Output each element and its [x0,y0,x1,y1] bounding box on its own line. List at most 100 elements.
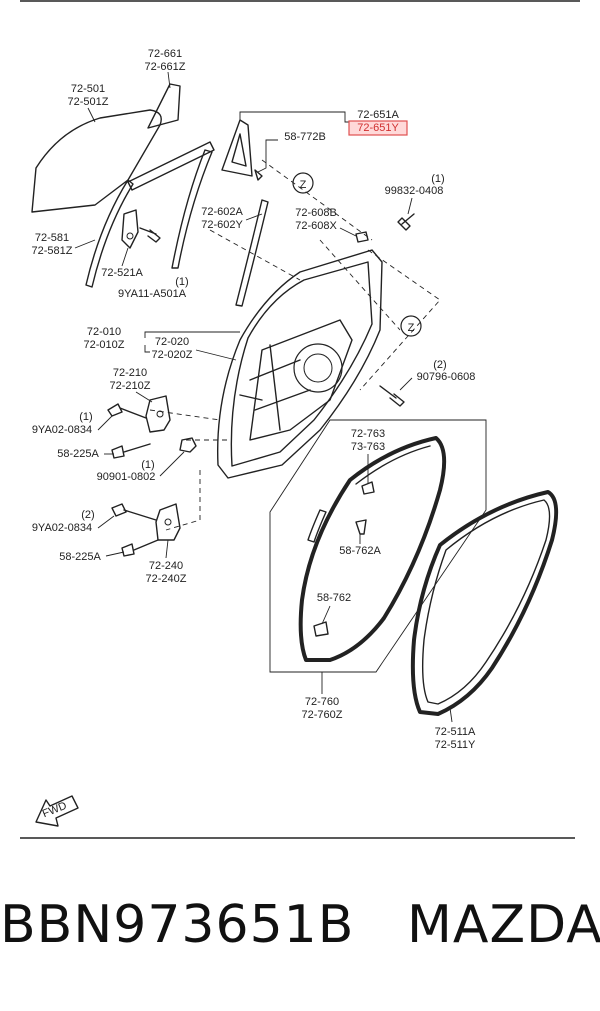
lower-hinge-screw [121,539,159,557]
part-label-l33: 90901-0802 [97,471,156,483]
strip-72-763-tab [361,481,375,495]
part-label-l13: 72-608X [295,220,337,232]
upper-hinge-bolt-leader [97,415,113,431]
clip-58-762 [313,621,329,637]
part-label-l12: 72-608B [295,207,337,219]
part-number: BBN973651B [0,895,355,955]
upper-hinge-screw [111,443,151,459]
door-shell-72-010 [216,249,383,479]
part-label-l42: 72-760Z [302,709,343,721]
part-label-l7: 58-772B [284,131,326,143]
bracket-hole [126,232,134,240]
upper-hinge-leader [135,391,153,403]
glass-run-channel [127,141,215,191]
callout-circle [400,315,422,337]
highlight-box [348,120,408,136]
clip-58-772B [254,169,263,181]
clip-leader [257,139,278,173]
caption: BBN973651B MAZDA [0,895,600,955]
front-channel-72-581 [85,179,134,288]
clip-608-leader [339,227,357,237]
part-label-l39: 72-240Z [146,573,187,585]
part-label-l38: 72-240 [149,560,183,572]
part-label-l22: 72-020Z [152,349,193,361]
weatherstrip-inner [355,445,431,485]
part-label-l30: 73-763 [351,441,385,453]
part-label-l41: 72-760 [305,696,339,708]
garnish-leader [239,111,350,123]
door-glass-leader [87,107,96,123]
callout-letter: Z [408,322,415,334]
fwd-arrow: FWD [35,795,79,827]
part-label-l16: 72-521A [101,267,143,279]
rear-sash-channel [171,149,213,269]
door-inner-panel [249,319,353,441]
part-label-l20: 72-010Z [84,339,125,351]
part-label-l19: 72-010 [87,326,121,338]
clip-762-leader [321,605,331,625]
part-label-l32: (1) [141,459,154,471]
part-label-l27: (1) [79,411,92,423]
part-label-l2: 72-661Z [145,61,186,73]
bolt-90796-leader [399,377,413,391]
delta-garnish-inner [231,133,247,167]
bolt-9YA11 [139,227,161,243]
part-label-l31: 58-225A [57,448,99,460]
callout-z1: Z [292,172,314,194]
upper-hinge-pin [156,410,164,418]
bolt-99832-leader [407,197,413,215]
part-label-l14: 72-581 [35,232,69,244]
door-regulator-lines [239,344,311,431]
lower-hinge-leader [165,539,169,559]
part-label-l29: 72-763 [351,428,385,440]
bolt-99832 [397,213,415,231]
lower-hinge-72-240 [155,503,181,541]
door-shell-leader [144,331,240,338]
belt-molding-72-602A [235,199,269,307]
door-panel-leader [195,349,237,361]
callout-z2: Z [400,315,422,337]
part-label-l10: 72-602A [201,206,243,218]
parts-diagram: ZZ [20,0,580,839]
weatherstrip-511-inner [421,499,551,705]
part-label-l8: (1) [431,173,444,185]
part-label-l28: 9YA02-0834 [32,424,92,436]
part-label-l23: (2) [433,359,446,371]
upper-hinge-bolt [107,403,147,419]
delta-garnish-72-651 [221,119,253,177]
speaker-hole [293,343,343,393]
lower-hinge-bolt-leader [97,515,115,529]
channel-leader [74,239,96,249]
bolt-90796 [379,385,405,407]
clip-58-762A [355,519,367,535]
brand-name: MAZDA [407,895,600,955]
part-label-l6: 72-651Y [357,122,399,134]
strip-72-763 [307,509,327,543]
part-label-l43: 72-511A [435,726,476,738]
part-label-l25: 72-210 [113,367,147,379]
part-label-l4: 72-501Z [68,96,109,108]
part-label-l34: (2) [81,509,94,521]
door-shell-frame [230,261,373,467]
part-label-l5: 72-651A [357,109,399,121]
part-label-l44: 72-511Y [435,739,476,751]
quarter-glass-leader [167,71,171,89]
part-label-l18: 9YA11-A501A [118,288,187,300]
part-label-l35: 9YA02-0834 [32,522,92,534]
nut-90901 [179,437,197,453]
lower-hinge-bolt [111,503,157,521]
nut-leader [159,451,185,477]
part-label-l37: 58-225A [59,551,101,563]
weatherstrip-72-760 [298,436,447,662]
part-label-l17: (1) [175,276,188,288]
weatherstrip-511-leader [449,707,453,723]
clip-72-608B [355,231,369,243]
lower-hinge-screw-leader [105,551,125,557]
callout-letter: Z [300,179,307,191]
weatherstrip-72-511A [410,490,559,716]
assembly-dashes [149,159,441,531]
door-glass-shape [31,109,162,213]
weatherstrip-group-box [269,419,487,673]
speaker-hole-inner [303,353,333,383]
part-label-l15: 72-581Z [32,245,73,257]
